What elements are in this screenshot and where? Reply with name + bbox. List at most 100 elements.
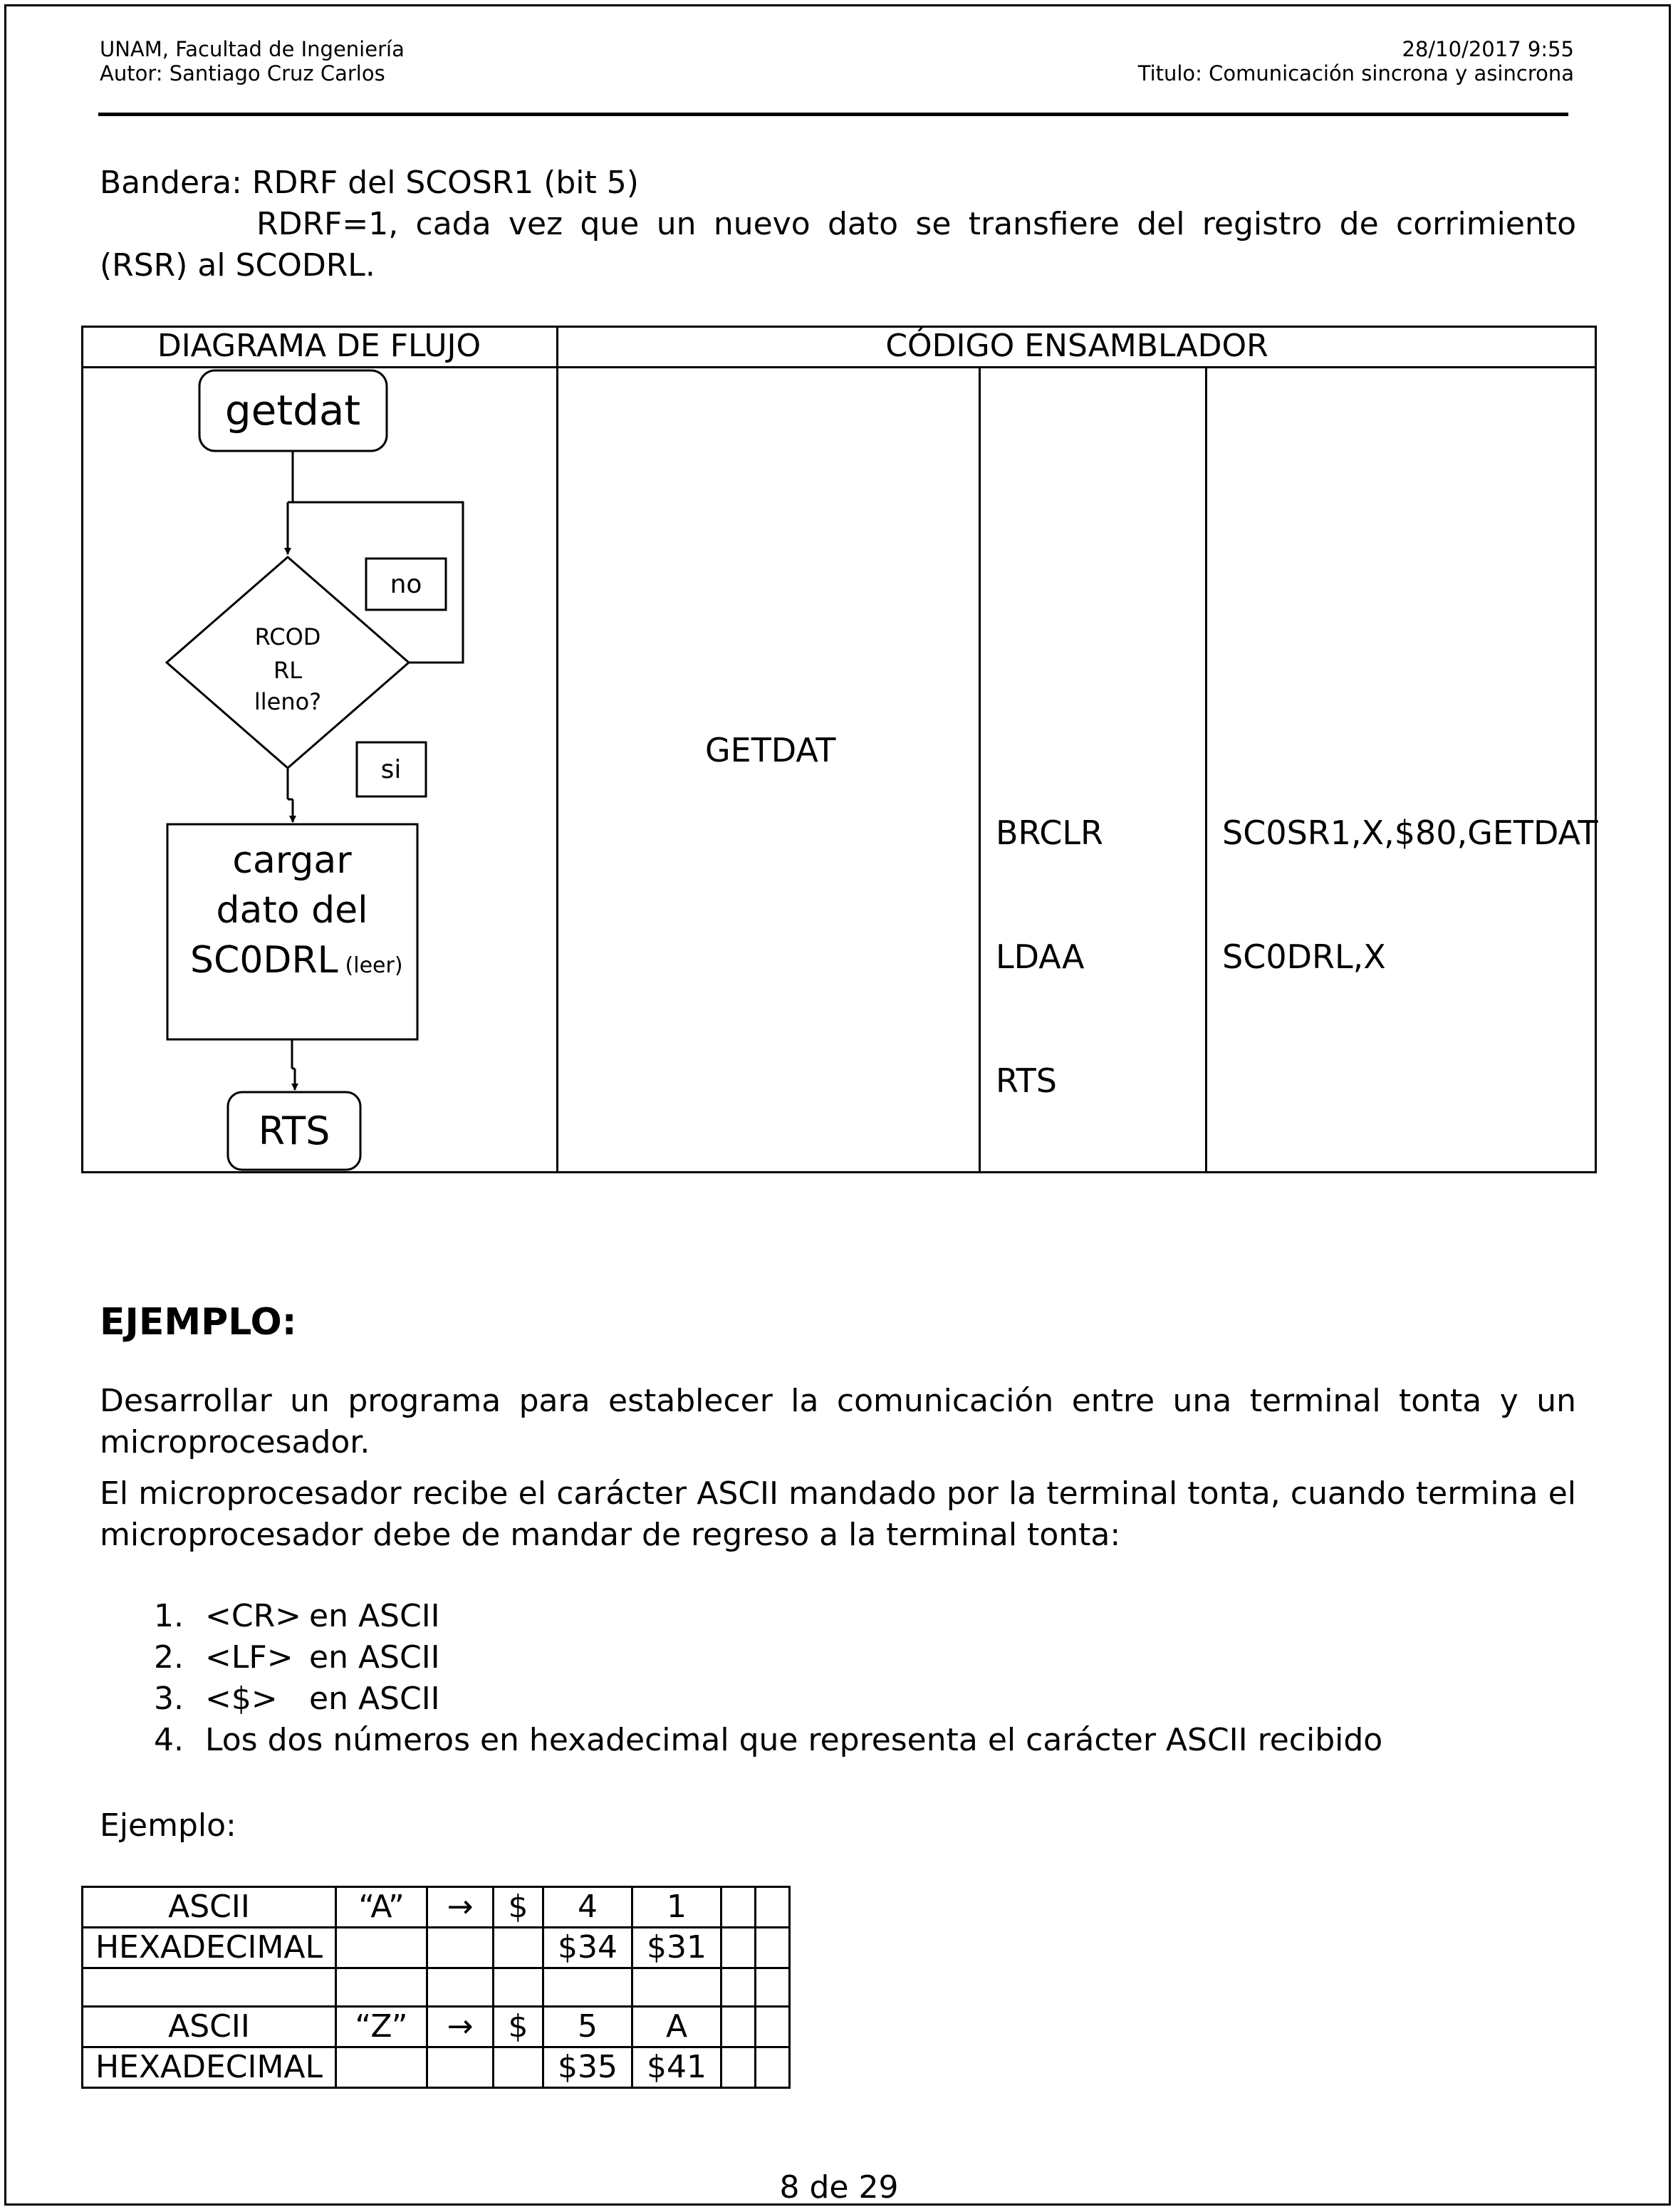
list-item: 4. Los dos números en hexadecimal que rep… xyxy=(154,1720,1382,1761)
table-row: ASCII “Z” → $ 5 A xyxy=(81,2005,791,2048)
code-mnemonic: RTS xyxy=(996,1061,1057,1100)
header-datetime: 28/10/2017 9:55 xyxy=(1402,37,1575,61)
list-item-text: Los dos números en hexadecimal que repre… xyxy=(205,1722,1383,1758)
table-cell xyxy=(754,2005,791,2048)
table-cell xyxy=(492,1967,544,2008)
table-cell xyxy=(335,1926,428,1969)
flowchart-code-table xyxy=(81,326,1597,1173)
table-row xyxy=(81,1967,791,2008)
table-cell xyxy=(720,1967,756,2008)
header-title: Titulo: Comunicación sincrona y asincron… xyxy=(1137,61,1574,85)
table-cell: 4 xyxy=(542,1886,633,1928)
table-cell: $41 xyxy=(631,2046,722,2089)
decision-text-3: lleno? xyxy=(254,688,321,715)
code-operands: SC0SR1,X,$80,GETDAT SC0DRL,X xyxy=(1222,729,1598,1019)
flag-line-3: (RSR) al SCODRL. xyxy=(100,247,375,284)
decision-text-2: RL xyxy=(273,657,302,684)
table-cell xyxy=(720,2005,756,2048)
arrow-icon: → xyxy=(426,1886,494,1928)
end-terminal xyxy=(226,1091,362,1171)
page-border xyxy=(4,4,1671,2206)
table-cell: $ xyxy=(492,2005,544,2048)
process-text-3-group: SC0DRL (leer) xyxy=(190,939,403,982)
table-header-divider xyxy=(81,366,1597,368)
col-header-code: CÓDIGO ENSAMBLADOR xyxy=(885,328,1268,364)
yes-label: si xyxy=(381,755,402,784)
table-cell xyxy=(542,1967,633,2008)
table-cell xyxy=(335,2046,428,2089)
table-cell xyxy=(754,1886,791,1928)
header-rule xyxy=(98,113,1568,116)
list-item: 2. <LF> en ASCII xyxy=(154,1637,1382,1678)
table-cell: A xyxy=(631,2005,722,2048)
table-row: ASCII “A” → $ 4 1 xyxy=(81,1886,791,1928)
list-item-num: 2. xyxy=(154,1639,184,1676)
table-cell: 5 xyxy=(542,2005,633,2048)
process-text-2: dato del xyxy=(216,889,368,932)
example-subheading: Ejemplo: xyxy=(100,1807,236,1844)
example-heading: EJEMPLO: xyxy=(100,1301,297,1344)
decision-text-1: RCOD xyxy=(255,623,321,650)
list-item-text: en ASCII xyxy=(309,1681,440,1717)
yes-label-box xyxy=(355,741,427,798)
table-cell xyxy=(335,1967,428,2008)
table-cell: $35 xyxy=(542,2046,633,2089)
ascii-hex-table: ASCII “A” → $ 4 1 HEXADECIMAL $34 $31 AS… xyxy=(81,1886,791,2089)
start-label: getdat xyxy=(225,386,360,435)
list-item-num: 1. xyxy=(154,1598,184,1634)
header-right: 28/10/2017 9:55 Titulo: Comunicación sin… xyxy=(1138,37,1574,85)
process-text-3: SC0DRL xyxy=(190,939,338,982)
table-col-divider-2 xyxy=(979,366,981,1173)
table-cell xyxy=(426,2046,494,2089)
table-col-divider-3 xyxy=(1205,366,1207,1173)
list-item-label: <$> xyxy=(205,1681,278,1717)
list-item-text: en ASCII xyxy=(309,1598,440,1634)
header-institution: UNAM, Facultad de Ingeniería xyxy=(100,37,405,61)
example-paragraph-1: Desarrollar un programa para establecer … xyxy=(100,1383,1576,1460)
table-col-divider-1 xyxy=(556,326,558,1173)
example-paragraph-2: El microprocesador recibe el carácter AS… xyxy=(100,1475,1576,1553)
arrow-icon: → xyxy=(426,2005,494,2048)
flag-line-2: RDRF=1, cada vez que un nuevo dato se tr… xyxy=(256,206,1576,242)
no-loop-line xyxy=(293,501,464,664)
list-item-text: en ASCII xyxy=(309,1639,440,1676)
table-row: HEXADECIMAL $34 $31 xyxy=(81,1926,791,1969)
process-note: (leer) xyxy=(345,953,403,978)
list-item: 3. <$> en ASCII xyxy=(154,1678,1382,1720)
table-cell: HEXADECIMAL xyxy=(81,2046,337,2089)
list-item-num: 3. xyxy=(154,1681,184,1717)
table-cell xyxy=(492,2046,544,2089)
table-cell xyxy=(631,1967,722,2008)
code-operand: SC0DRL,X xyxy=(1222,938,1386,976)
table-cell xyxy=(426,1926,494,1969)
table-cell xyxy=(426,1967,494,2008)
no-label-box xyxy=(365,557,447,611)
table-cell xyxy=(754,1926,791,1969)
table-cell xyxy=(720,2046,756,2089)
page-number: 8 de 29 xyxy=(779,2169,899,2206)
table-cell: $ xyxy=(492,1886,544,1928)
header-left: UNAM, Facultad de Ingeniería Autor: Sant… xyxy=(100,37,405,85)
table-cell: ASCII xyxy=(81,1886,337,1928)
table-cell: “Z” xyxy=(335,2005,428,2048)
process-text-1: cargar xyxy=(232,839,352,882)
table-cell xyxy=(492,1926,544,1969)
list-item-num: 4. xyxy=(154,1722,184,1758)
requirements-list: 1.<CR>en ASCII 2.<LF>en ASCII 3.<$>en AS… xyxy=(154,1596,1382,1761)
table-cell xyxy=(720,1886,756,1928)
code-mnemonics: BRCLR LDAA RTS xyxy=(996,729,1103,1143)
list-item-label: <LF> xyxy=(205,1639,293,1676)
end-label: RTS xyxy=(259,1108,330,1153)
header-author: Autor: Santiago Cruz Carlos xyxy=(100,61,385,85)
list-item-label: <CR> xyxy=(205,1598,302,1634)
list-item: 1. <CR>en ASCII xyxy=(154,1596,1382,1637)
code-label: GETDAT xyxy=(705,731,836,769)
no-label: no xyxy=(390,570,422,599)
flag-line-1: Bandera: RDRF del SCOSR1 (bit 5) xyxy=(100,165,639,201)
code-operand: SC0SR1,X,$80,GETDAT xyxy=(1222,814,1598,852)
code-mnemonic: BRCLR xyxy=(996,814,1103,852)
process-box xyxy=(166,823,419,1041)
col-header-flowchart: DIAGRAMA DE FLUJO xyxy=(157,328,481,364)
table-cell: $31 xyxy=(631,1926,722,1969)
